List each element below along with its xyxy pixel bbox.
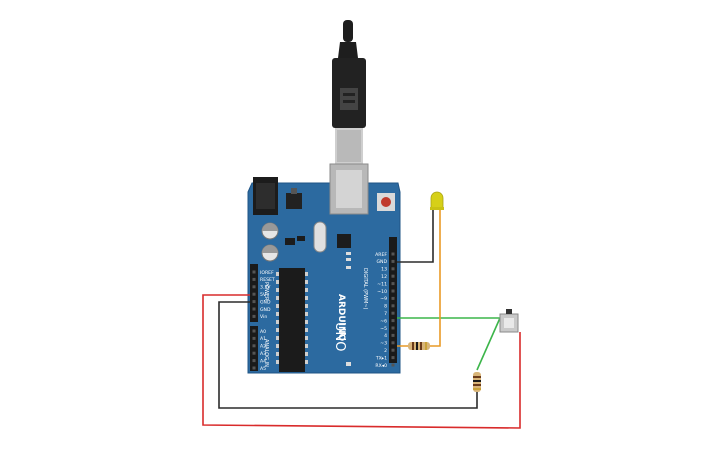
digital-header-label: DIGITAL (PWM~) <box>362 268 368 310</box>
pushbutton-icon[interactable] <box>499 309 519 333</box>
analog-pin-hole[interactable] <box>252 359 256 363</box>
power-pin-hole[interactable] <box>252 314 256 318</box>
usb-cable-icon <box>332 20 366 164</box>
analog-pin-hole[interactable] <box>252 351 256 355</box>
wire-gnd-black[interactable] <box>218 301 478 409</box>
digital-pin-label: GND <box>376 259 387 265</box>
power-pin-label: GND <box>260 307 271 313</box>
reset-button-icon[interactable] <box>377 193 395 211</box>
power-pin-hole[interactable] <box>252 307 256 311</box>
digital-pin-hole[interactable] <box>391 274 395 278</box>
analog-pin-label: A5 <box>260 366 266 372</box>
power-pin-label: GND <box>260 299 271 305</box>
analog-header-label: ANALOG IN <box>263 339 269 367</box>
analog-pin-hole[interactable] <box>252 344 256 348</box>
model-label: UNO <box>332 322 347 351</box>
digital-pin-label: RX◂0 <box>375 363 387 369</box>
wire-button-green[interactable] <box>476 317 501 371</box>
digital-header[interactable] <box>389 237 397 363</box>
digital-pin-hole[interactable] <box>391 363 395 367</box>
digital-pin-hole[interactable] <box>391 282 395 286</box>
digital-pin-hole[interactable] <box>391 341 395 345</box>
digital-pin-label: ~9 <box>380 296 387 302</box>
digital-pin-hole[interactable] <box>391 289 395 293</box>
led-icon[interactable] <box>430 191 444 210</box>
power-pin-hole[interactable] <box>252 277 256 281</box>
power-pin-hole[interactable] <box>252 300 256 304</box>
digital-pin-label: 13 <box>381 267 387 273</box>
digital-pin-label: 7 <box>384 311 387 317</box>
brand-logo: ARDUINO <box>336 294 346 342</box>
analog-header[interactable] <box>250 326 258 371</box>
digital-pin-label: 8 <box>384 304 387 310</box>
power-pin-label: RESET <box>260 277 275 283</box>
analog-pin-label: A2 <box>260 344 266 350</box>
pulldown-resistor-icon[interactable] <box>473 372 481 392</box>
analog-pin-hole[interactable] <box>252 336 256 340</box>
power-pin-hole[interactable] <box>252 292 256 296</box>
digital-pin-label: ~3 <box>380 341 387 347</box>
digital-pin-hole[interactable] <box>391 259 395 263</box>
digital-pin-hole[interactable] <box>391 296 395 300</box>
power-header-label: POWER <box>263 282 269 301</box>
digital-pin-hole[interactable] <box>391 333 395 337</box>
digital-pin-hole[interactable] <box>391 319 395 323</box>
analog-pin-label: A4 <box>260 358 266 364</box>
power-pin-hole[interactable] <box>252 270 256 274</box>
digital-pin-label: 12 <box>381 274 387 280</box>
digital-pin-hole[interactable] <box>391 326 395 330</box>
digital-pin-label: ~6 <box>380 318 387 324</box>
digital-pin-label: ~5 <box>380 326 387 332</box>
power-pin-label: Vin <box>260 314 267 320</box>
power-pin-label: 3.3V <box>260 285 271 291</box>
power-pin-hole[interactable] <box>252 285 256 289</box>
wire-5v-red[interactable] <box>202 294 521 429</box>
power-pin-label: IOREF <box>260 270 274 276</box>
power-pin-label: 5V <box>260 292 267 298</box>
digital-pin-label: 4 <box>384 333 387 339</box>
digital-pin-label: AREF <box>375 252 387 258</box>
digital-pin-label: TX▸1 <box>375 355 387 361</box>
digital-pin-label: 2 <box>384 348 387 354</box>
digital-pin-hole[interactable] <box>391 356 395 360</box>
digital-pin-hole[interactable] <box>391 252 395 256</box>
digital-pin-hole[interactable] <box>391 348 395 352</box>
wire-gnd-led-black[interactable] <box>397 210 434 263</box>
digital-pin-hole[interactable] <box>391 304 395 308</box>
digital-pin-hole[interactable] <box>391 267 395 271</box>
analog-pin-label: A3 <box>260 351 266 357</box>
digital-pin-label: ~11 <box>377 281 387 287</box>
analog-pin-hole[interactable] <box>252 366 256 370</box>
analog-pin-label: A1 <box>260 336 266 342</box>
digital-pin-hole[interactable] <box>391 311 395 315</box>
digital-pin-label: ~10 <box>377 289 387 295</box>
analog-pin-label: A0 <box>260 329 266 335</box>
analog-pin-hole[interactable] <box>252 329 256 333</box>
resistor-icon[interactable] <box>408 342 430 350</box>
